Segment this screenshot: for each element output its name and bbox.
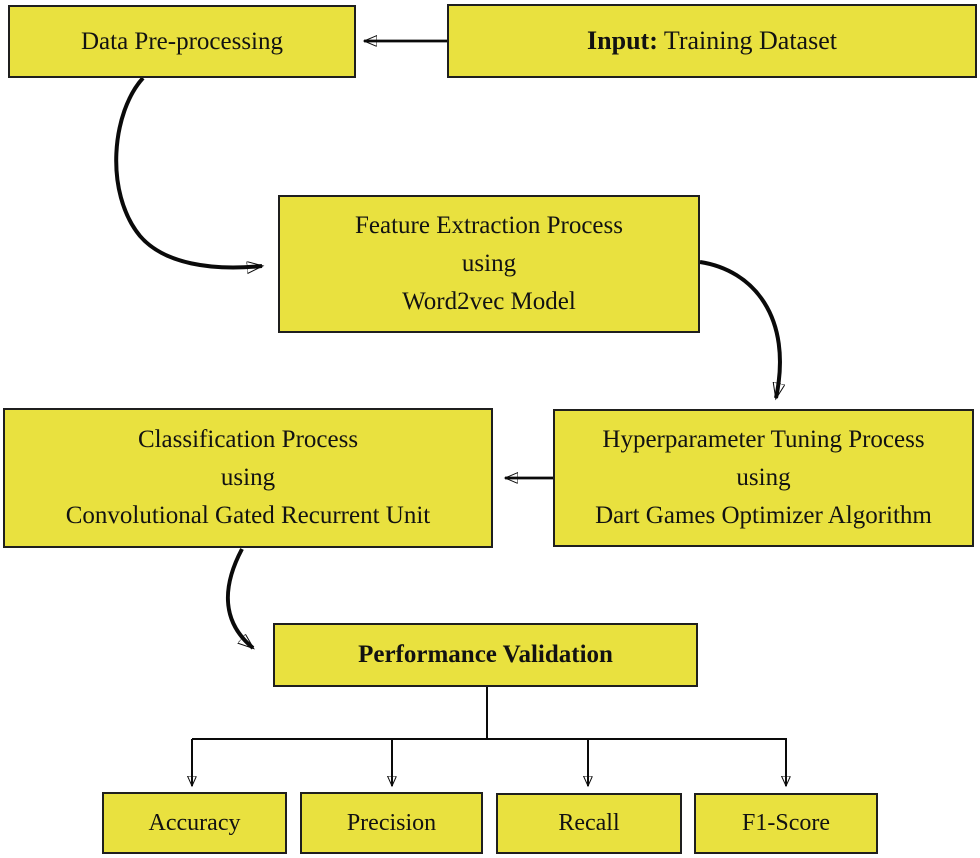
node-classification: Classification Process using Convolution… (3, 408, 493, 548)
connector-performance-to-metrics (192, 687, 787, 740)
node-recall: Recall (496, 793, 682, 854)
node-line: Word2vec Model (402, 288, 576, 315)
node-label: F1-Score (742, 810, 830, 836)
node-label: Accuracy (148, 809, 241, 836)
arrow-preprocessing-to-feature (114, 76, 262, 267)
node-line: using (461, 250, 517, 277)
node-label: Input: Training Dataset (587, 26, 837, 56)
node-label: Performance Validation (358, 641, 613, 668)
node-line: Feature Extraction Process (355, 212, 623, 239)
node-line: Classification Process (137, 426, 359, 453)
node-line: Dart Games Optimizer Algorithm (595, 502, 932, 529)
node-performance-validation: Performance Validation (273, 623, 698, 687)
node-data-preprocessing: Data Pre-processing (8, 5, 356, 78)
node-accuracy: Accuracy (102, 792, 287, 854)
node-precision: Precision (300, 792, 483, 854)
arrow-classification-to-performance (225, 548, 253, 650)
node-input-training-dataset: Input: Training Dataset (447, 4, 977, 78)
node-line: Convolutional Gated Recurrent Unit (65, 502, 431, 529)
node-label: Recall (558, 810, 620, 836)
input-prefix: Input: (587, 26, 658, 55)
node-feature-extraction: Feature Extraction Process using Word2ve… (278, 195, 700, 333)
node-line: using (736, 464, 791, 491)
node-hyperparameter-tuning: Hyperparameter Tuning Process using Dart… (553, 409, 974, 547)
node-label: Data Pre-processing (80, 27, 283, 55)
node-line: Hyperparameter Tuning Process (602, 426, 925, 453)
node-label: Precision (346, 809, 437, 836)
node-line: using (220, 464, 276, 491)
input-text: Training Dataset (657, 26, 837, 55)
node-f1-score: F1-Score (694, 793, 878, 854)
arrow-feature-to-hyperparameter (699, 260, 780, 398)
